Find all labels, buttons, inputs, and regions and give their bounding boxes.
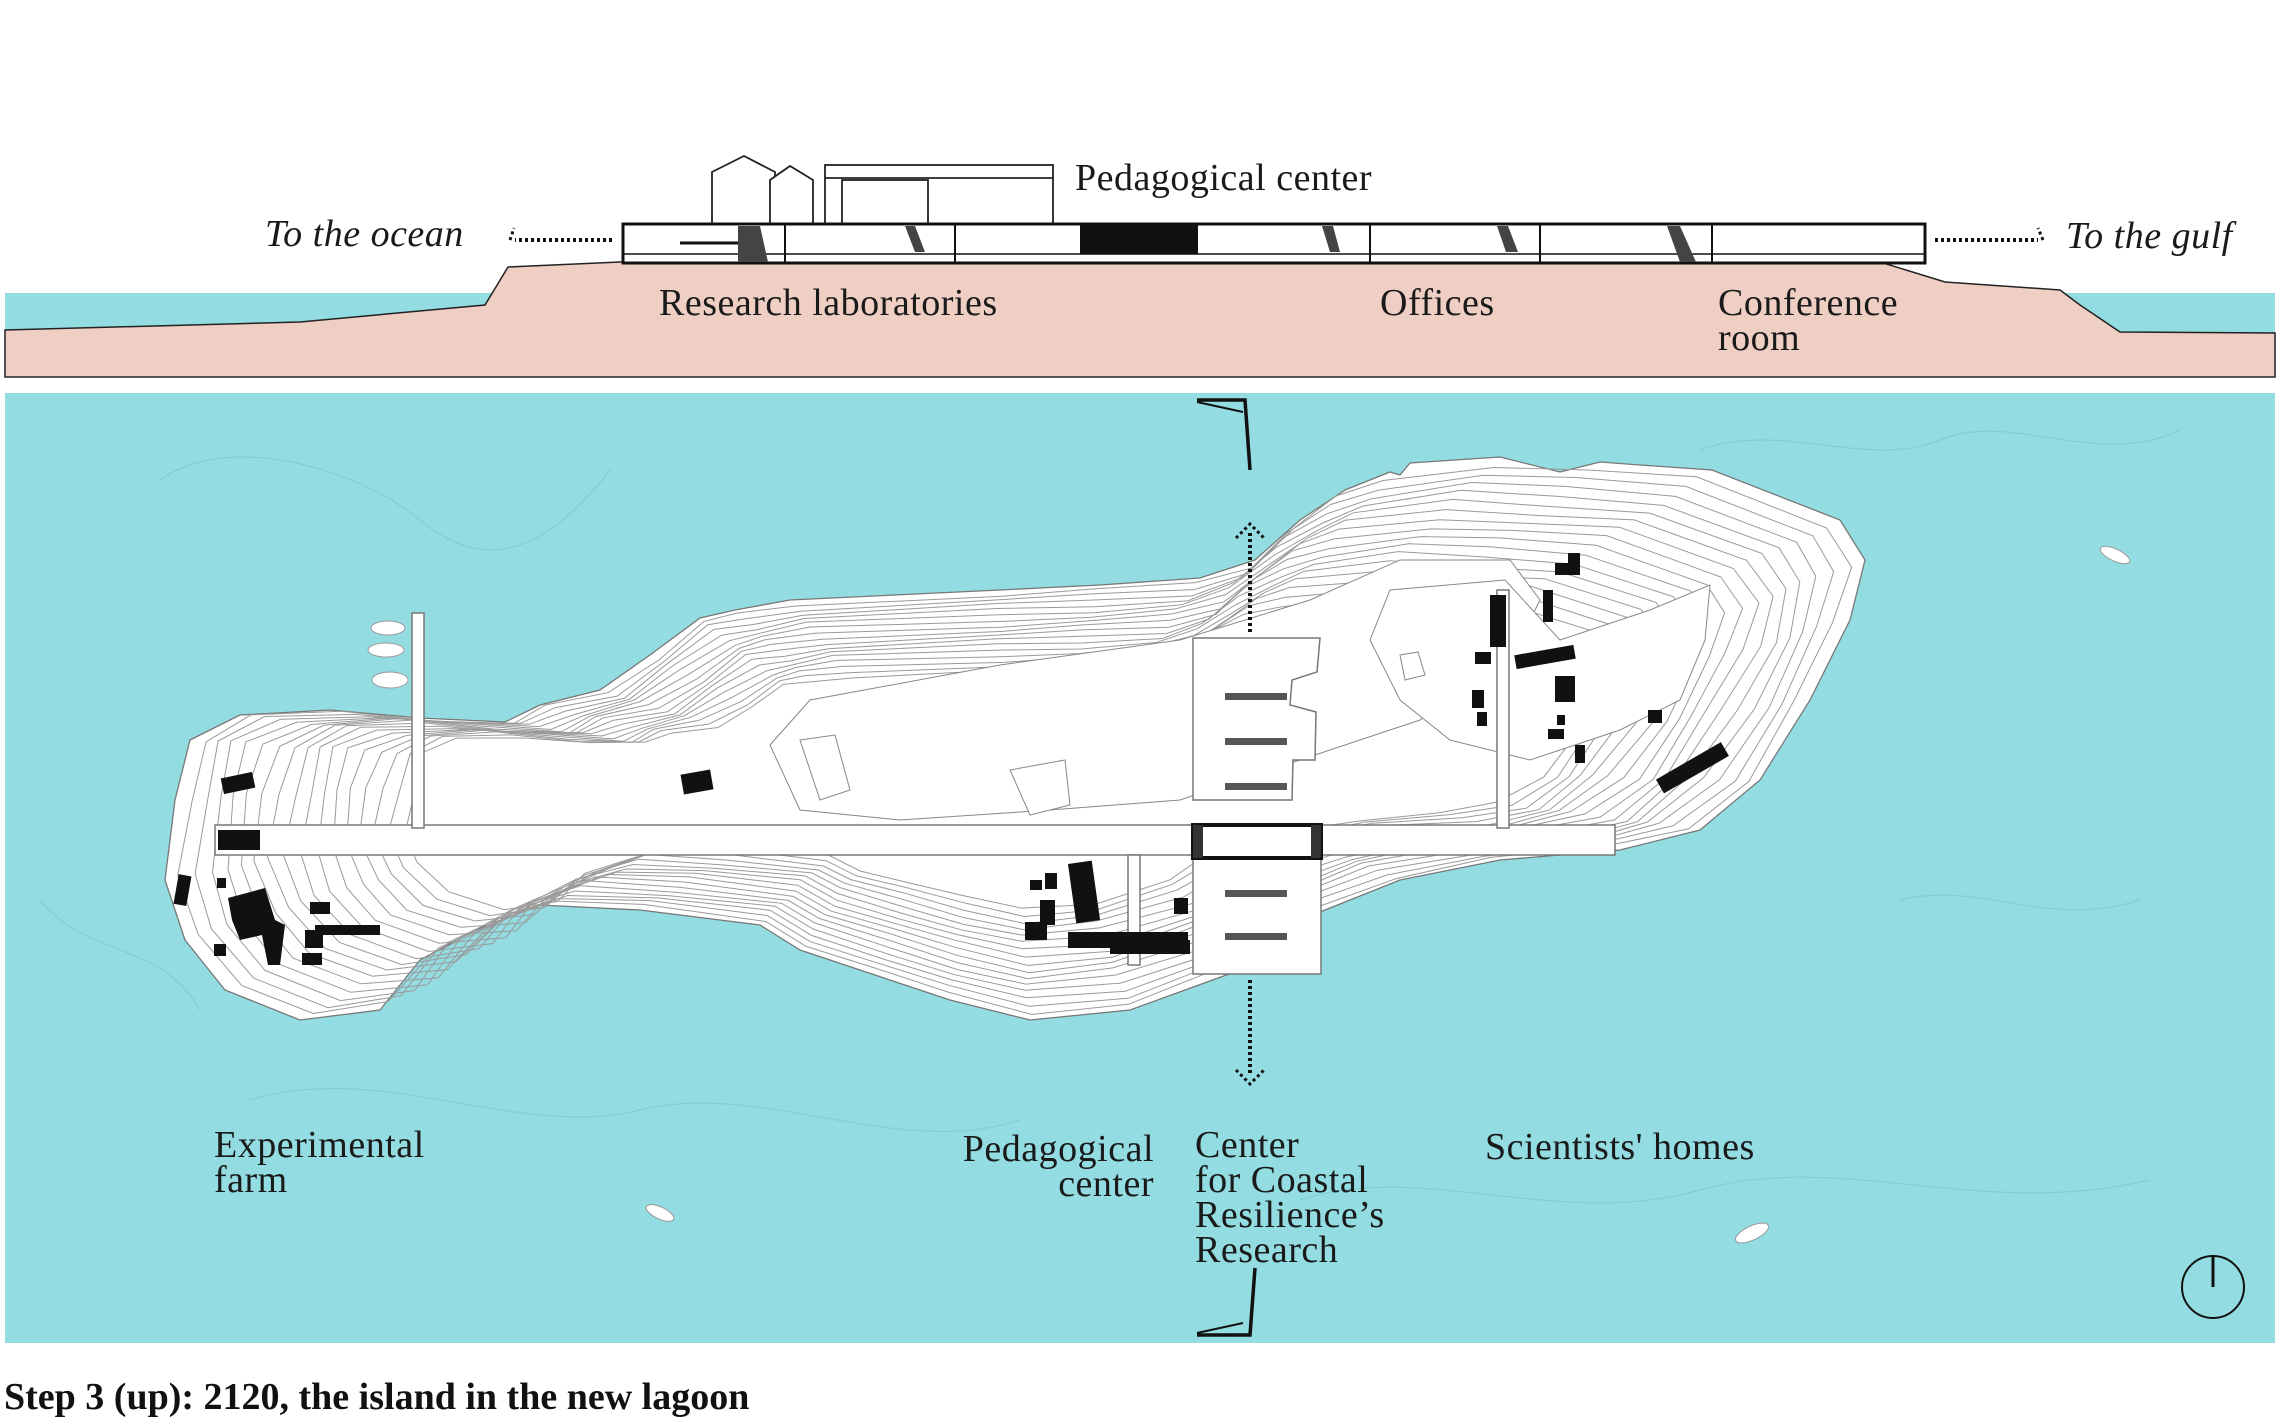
plateau	[769, 559, 1711, 821]
dotted-arrow-icon	[508, 227, 612, 242]
section-pedagogical-buildings	[711, 154, 1054, 226]
contour-line	[177, 466, 1853, 1016]
scientists-homes-label: Scientists' homes	[1485, 1126, 1755, 1168]
north-arrow-icon	[2181, 1255, 2245, 1319]
section-platform	[621, 222, 1927, 265]
section-drawing	[4, 154, 2276, 378]
plan-pedagogical-line: Pedagogical	[962, 1128, 1154, 1170]
section-ground	[4, 259, 2276, 378]
coastal-center-line: Research	[1195, 1229, 1339, 1271]
coastal-center-label: Center for Coastal Resilience’s Research	[1195, 1124, 1385, 1271]
coastal-center-building	[1191, 637, 1323, 975]
figure-caption: Step 3 (up): 2120, the island in the new…	[4, 1376, 750, 1418]
section-marker-icon	[1196, 398, 1257, 1337]
site-plan	[5, 393, 2275, 1343]
island-contours	[177, 466, 1853, 1016]
offices-label: Offices	[1380, 282, 1495, 324]
conference-room-label: Conference room	[1718, 282, 1899, 359]
plan-pedagogical-label: Pedagogical center	[949, 1128, 1154, 1205]
research-laboratories-label: Research laboratories	[659, 282, 998, 324]
to-gulf-label: To the gulf	[2066, 215, 2233, 257]
contour-line	[240, 498, 1787, 985]
contour-line	[227, 489, 1801, 993]
to-ocean-label: To the ocean	[265, 213, 464, 255]
plan-pedagogical-line: center	[1058, 1163, 1154, 1205]
conference-room-line: Conference	[1718, 282, 1899, 324]
dotted-arrow-icon	[1935, 227, 2045, 242]
coastal-center-line: for Coastal	[1195, 1159, 1369, 1201]
conference-room-line: room	[1718, 317, 1801, 359]
buildings	[173, 553, 1729, 965]
section-pedagogical-label: Pedagogical center	[1075, 157, 1373, 199]
contour-line	[266, 519, 1760, 974]
contour-line	[211, 481, 1817, 1002]
coastal-center-line: Resilience’s	[1195, 1194, 1385, 1236]
experimental-farm-line: farm	[214, 1159, 288, 1201]
experimental-farm-label: Experimental farm	[214, 1124, 425, 1201]
dotted-arrow-icon	[1234, 521, 1266, 1087]
main-path	[214, 589, 1616, 966]
experimental-farm-line: Experimental	[214, 1124, 425, 1166]
underwater-contours	[39, 429, 2181, 1204]
coastal-center-line: Center	[1195, 1124, 1300, 1166]
boat-icon	[367, 545, 2131, 1244]
